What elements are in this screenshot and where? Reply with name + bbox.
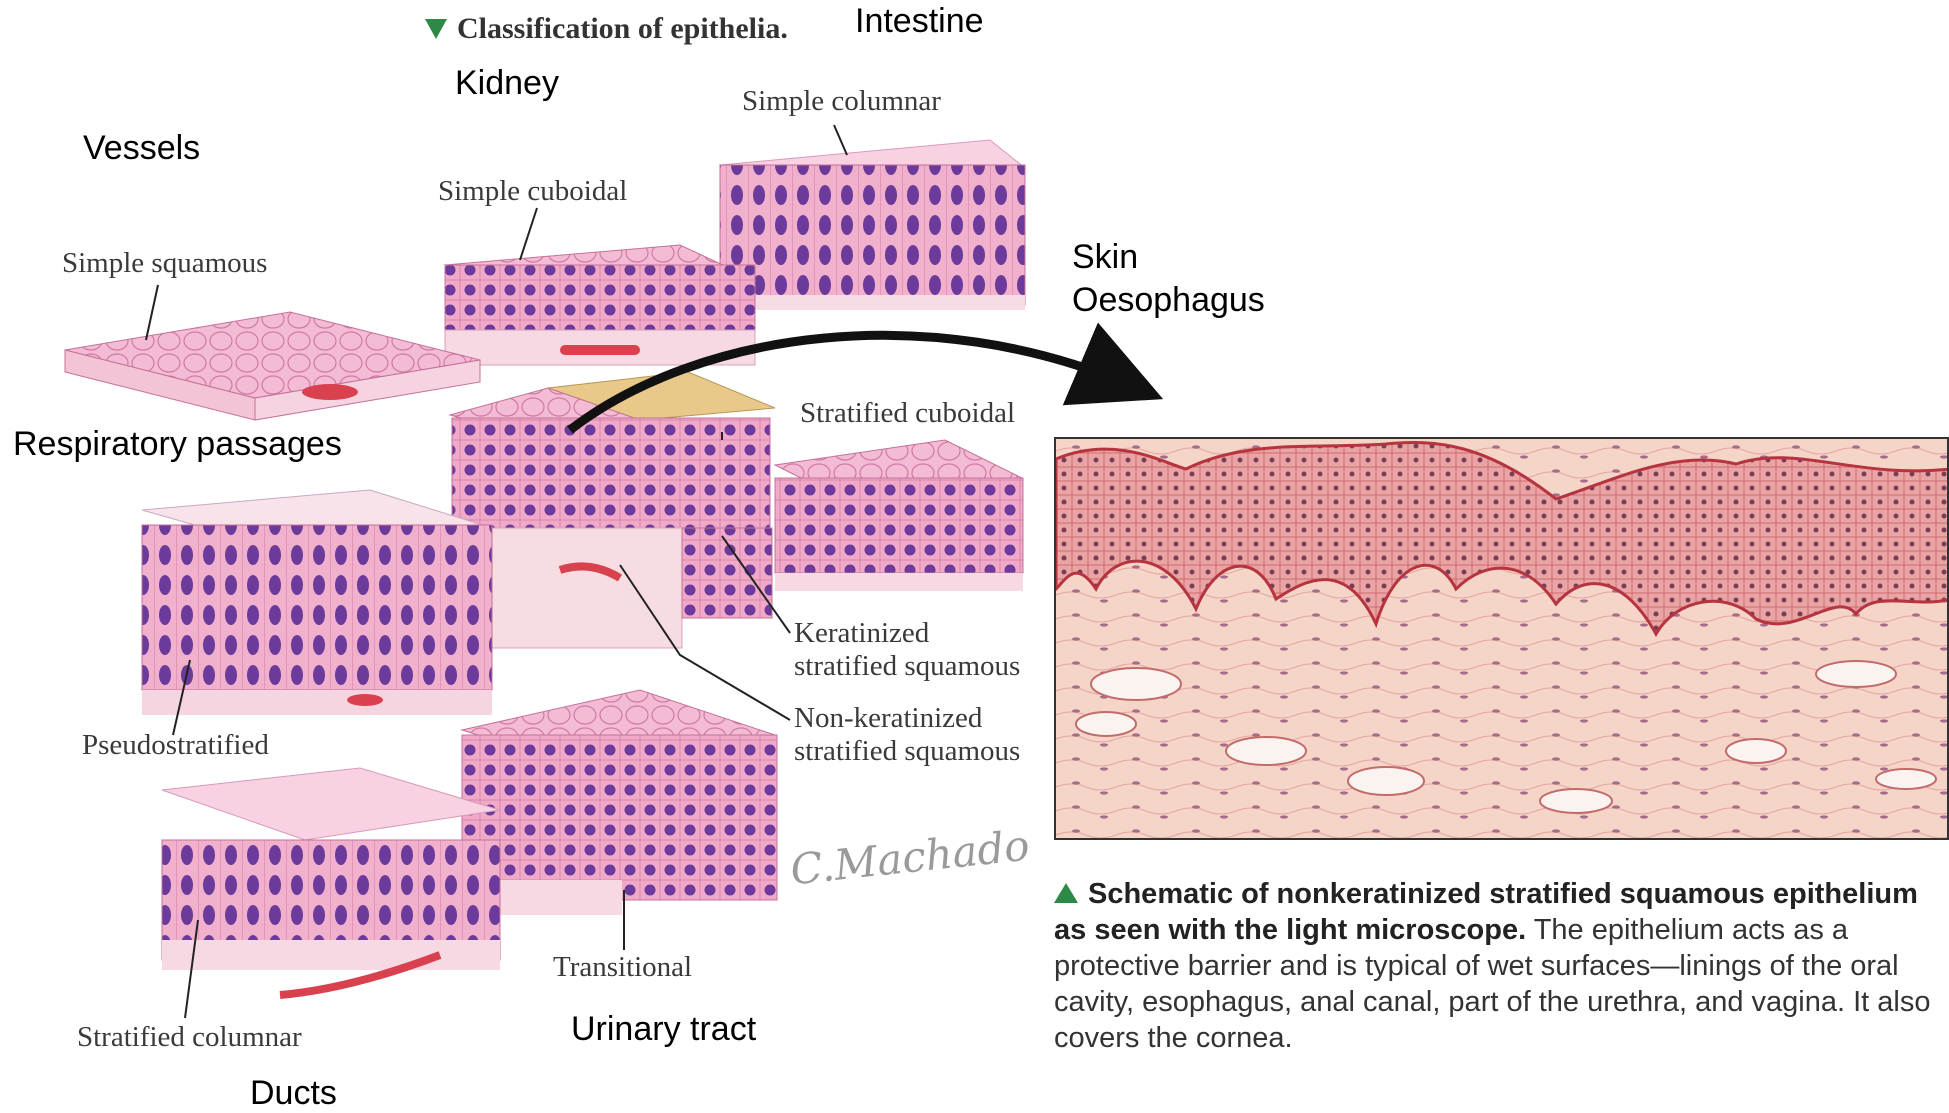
- simple-columnar-block: [720, 140, 1025, 310]
- micrograph-caption: Schematic of nonkeratinized stratified s…: [1054, 876, 1949, 1056]
- label-stratified-cuboidal: Stratified cuboidal: [800, 398, 1015, 430]
- simple-squamous-block: [65, 312, 480, 420]
- label-pseudostratified: Pseudostratified: [82, 730, 269, 762]
- triangle-marker-icon: [425, 19, 447, 39]
- stratified-columnar-block: [162, 768, 500, 995]
- pseudostratified-block: [142, 490, 492, 715]
- label-nonkeratinized-line2: stratified squamous: [794, 736, 1020, 768]
- figure-title: Classification of epithelia.: [425, 12, 788, 46]
- location-kidney: Kidney: [455, 64, 559, 103]
- triangle-marker-icon: [1054, 883, 1078, 903]
- location-urinary-tract: Urinary tract: [571, 1010, 756, 1049]
- micrograph-panel: [1054, 437, 1949, 840]
- label-nonkeratinized-line1: Non-keratinized: [794, 703, 982, 735]
- location-skin: Skin: [1072, 238, 1138, 277]
- transitional-block: [462, 690, 777, 915]
- label-simple-squamous: Simple squamous: [62, 248, 267, 280]
- simple-cuboidal-block: [445, 245, 755, 365]
- label-stratified-columnar: Stratified columnar: [77, 1022, 302, 1054]
- label-simple-columnar: Simple columnar: [742, 86, 941, 118]
- micrograph-image: [1056, 439, 1949, 840]
- location-respiratory-passages: Respiratory passages: [13, 425, 342, 464]
- location-vessels: Vessels: [83, 129, 200, 168]
- location-ducts: Ducts: [250, 1074, 337, 1113]
- label-keratinized-line1: Keratinized: [794, 618, 929, 650]
- figure-title-text: Classification of epithelia.: [457, 12, 788, 46]
- stratified-squamous-block: [450, 372, 775, 648]
- stratified-cuboidal-block: [775, 440, 1023, 591]
- location-intestine: Intestine: [855, 2, 984, 41]
- label-keratinized-line2: stratified squamous: [794, 651, 1020, 683]
- label-transitional: Transitional: [553, 952, 692, 984]
- label-simple-cuboidal: Simple cuboidal: [438, 176, 627, 208]
- location-oesophagus: Oesophagus: [1072, 281, 1265, 320]
